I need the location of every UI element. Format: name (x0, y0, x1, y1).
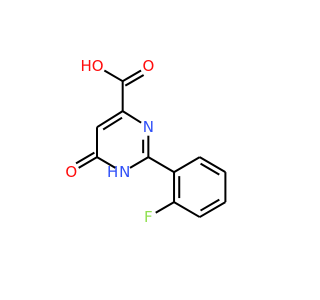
atom-label-o2: O (142, 57, 154, 75)
bond-nh-c3 (96, 156, 116, 169)
bond-c2-p1 (147, 156, 175, 173)
bond-p2-p3-inner (200, 162, 220, 176)
bond-c3-o1 (78, 156, 98, 169)
bond-c5-o3 (103, 69, 124, 83)
bond-p2-p3 (199, 156, 226, 173)
atom-label-n1: N (143, 118, 154, 136)
bond-layer (75, 69, 227, 218)
bond-c4-c1-inner (102, 116, 123, 131)
bond-c2-nh (129, 156, 149, 169)
atom-label-o1: O (65, 163, 77, 181)
atom-label-f1: F (144, 208, 153, 226)
atom-label-nh: N (119, 163, 130, 181)
bond-p6-f1 (155, 201, 175, 214)
bond-p4-p5 (199, 201, 226, 218)
bond-c5-o2 (122, 69, 142, 83)
atom-label-o3: HO (80, 57, 103, 75)
atom-label-h_n: H (107, 163, 118, 181)
bond-p5-p6 (173, 201, 201, 218)
bond-p1-p2 (173, 156, 201, 173)
bond-c1-n1 (122, 110, 142, 124)
bond-c3-o1-second (75, 151, 95, 165)
bond-c4-c1 (96, 110, 124, 129)
bond-p4-p5-inner (200, 198, 220, 212)
bond-c5-o2-second (124, 74, 145, 87)
